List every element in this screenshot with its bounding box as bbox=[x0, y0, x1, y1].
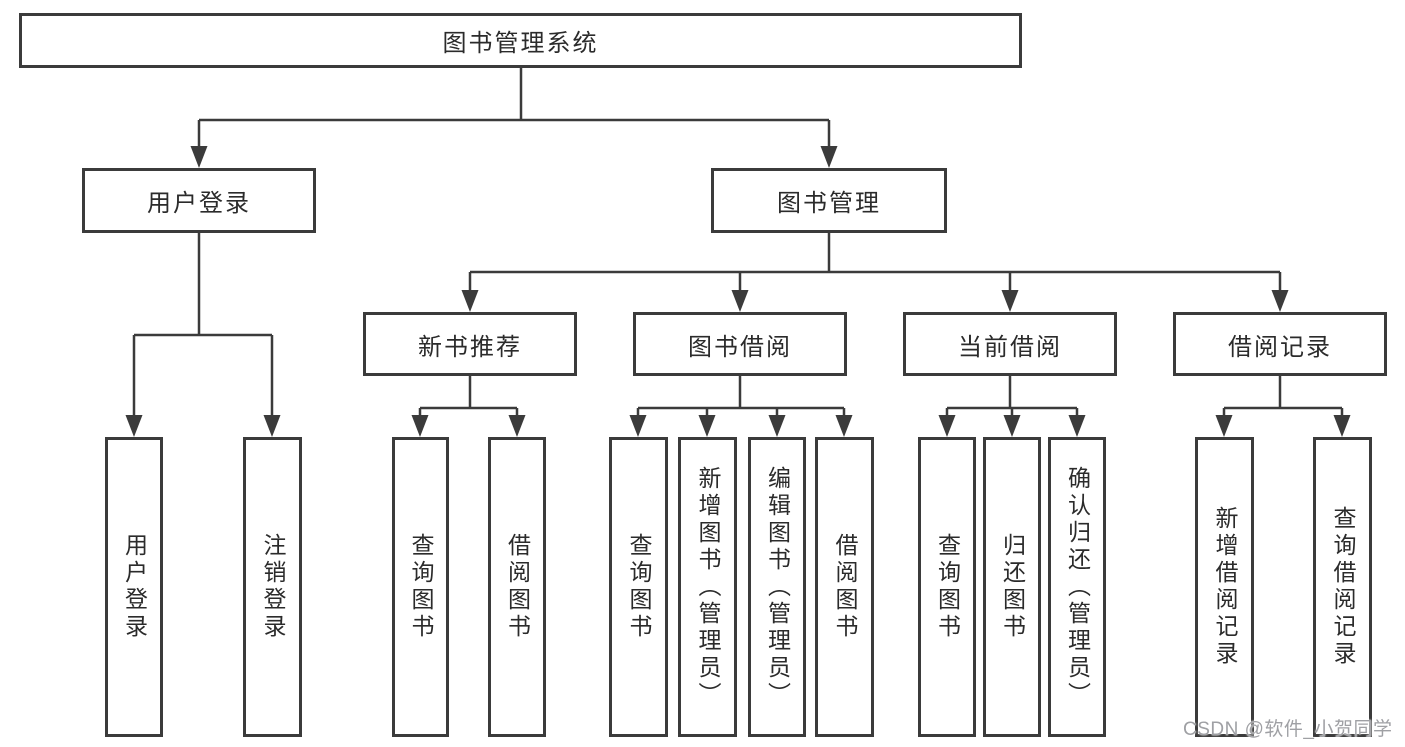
leaf-recommend-query-books: 查询图书 bbox=[392, 437, 449, 737]
node-current-borrowing: 当前借阅 bbox=[903, 312, 1117, 376]
leaf-add-borrow-record: 新增借阅记录 bbox=[1195, 437, 1254, 737]
leaf-query-borrow-record-label: 查询借阅记录 bbox=[1330, 506, 1356, 668]
leaf-current-query-books: 查询图书 bbox=[918, 437, 976, 737]
leaf-logout-login-label: 注销登录 bbox=[260, 533, 286, 641]
node-book-borrowing-label: 图书借阅 bbox=[688, 333, 792, 361]
leaf-edit-books-admin-label: 编辑图书（管理员） bbox=[764, 465, 791, 709]
leaf-recommend-borrow-books-label: 借阅图书 bbox=[504, 533, 531, 641]
watermark: CSDN @软件_小贺同学 bbox=[1183, 719, 1393, 740]
leaf-borrowing-query-books: 查询图书 bbox=[609, 437, 668, 737]
leaf-confirm-return-admin: 确认归还（管理员） bbox=[1048, 437, 1106, 737]
node-root: 图书管理系统 bbox=[19, 13, 1022, 68]
leaf-borrowing-query-books-label: 查询图书 bbox=[626, 533, 652, 641]
leaf-recommend-query-books-label: 查询图书 bbox=[408, 533, 434, 641]
leaf-edit-books-admin: 编辑图书（管理员） bbox=[748, 437, 806, 737]
leaf-add-books-admin: 新增图书（管理员） bbox=[678, 437, 737, 737]
leaf-add-borrow-record-label: 新增借阅记录 bbox=[1212, 506, 1238, 668]
node-new-book-recommend-label: 新书推荐 bbox=[418, 333, 522, 361]
leaf-logout-login: 注销登录 bbox=[243, 437, 302, 737]
leaf-user-login: 用户登录 bbox=[105, 437, 163, 737]
leaf-user-login-label: 用户登录 bbox=[121, 533, 148, 641]
leaf-add-books-admin-label: 新增图书（管理员） bbox=[695, 465, 721, 709]
leaf-return-books: 归还图书 bbox=[983, 437, 1041, 737]
leaf-recommend-borrow-books: 借阅图书 bbox=[488, 437, 546, 737]
node-borrowing-records: 借阅记录 bbox=[1173, 312, 1387, 376]
node-borrowing-records-label: 借阅记录 bbox=[1228, 333, 1332, 361]
node-user-login: 用户登录 bbox=[82, 168, 316, 233]
leaf-borrowing-borrow-books: 借阅图书 bbox=[815, 437, 874, 737]
node-book-management-label: 图书管理 bbox=[777, 190, 881, 217]
node-current-borrowing-label: 当前借阅 bbox=[958, 333, 1062, 361]
node-user-login-label: 用户登录 bbox=[147, 190, 251, 217]
leaf-current-query-books-label: 查询图书 bbox=[934, 533, 961, 641]
leaf-return-books-label: 归还图书 bbox=[999, 533, 1026, 641]
leaf-borrowing-borrow-books-label: 借阅图书 bbox=[832, 533, 858, 641]
leaf-confirm-return-admin-label: 确认归还（管理员） bbox=[1064, 465, 1091, 709]
node-book-management: 图书管理 bbox=[711, 168, 947, 233]
node-root-label: 图书管理系统 bbox=[442, 30, 599, 57]
leaf-query-borrow-record: 查询借阅记录 bbox=[1313, 437, 1372, 737]
node-new-book-recommend: 新书推荐 bbox=[363, 312, 577, 376]
node-book-borrowing: 图书借阅 bbox=[633, 312, 847, 376]
